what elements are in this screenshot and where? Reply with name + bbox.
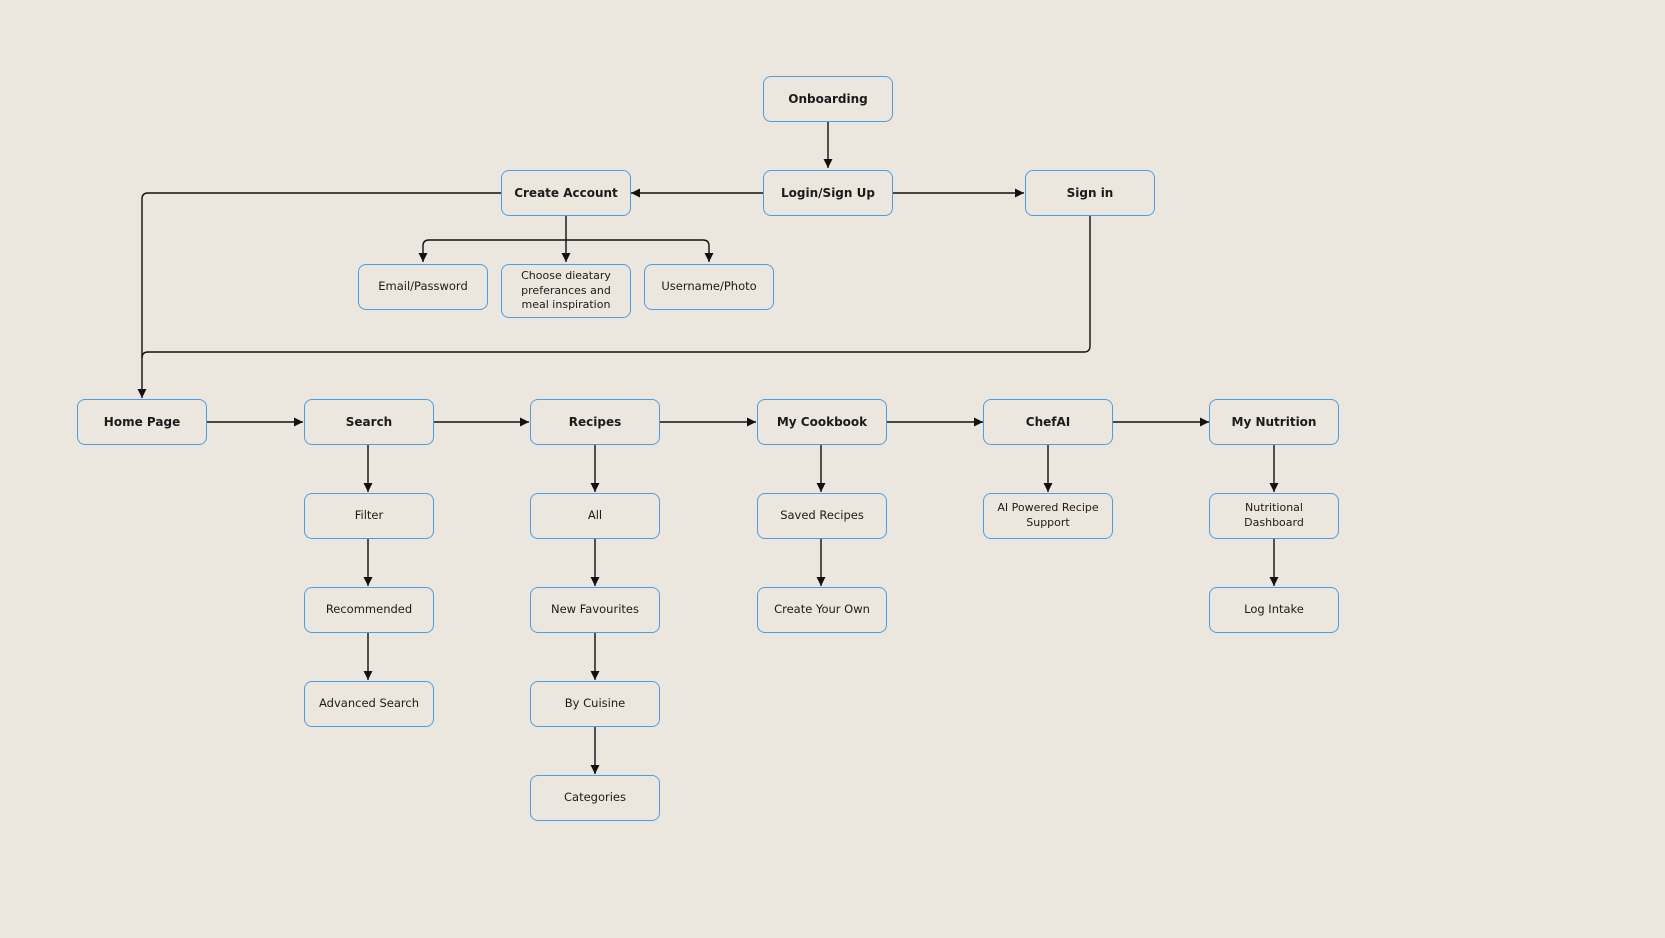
node-onboarding[interactable]: Onboarding	[763, 76, 893, 122]
node-by-cuisine[interactable]: By Cuisine	[530, 681, 660, 727]
node-create-account[interactable]: Create Account	[501, 170, 631, 216]
node-create-your-own[interactable]: Create Your Own	[757, 587, 887, 633]
node-ai-powered-recipe-support[interactable]: AI Powered Recipe Support	[983, 493, 1113, 539]
connector-branch-username	[566, 239, 714, 262]
node-email-password[interactable]: Email/Password	[358, 264, 488, 310]
node-username-photo[interactable]: Username/Photo	[644, 264, 774, 310]
node-my-nutrition[interactable]: My Nutrition	[1209, 399, 1339, 445]
node-home-page[interactable]: Home Page	[77, 399, 207, 445]
node-my-cookbook[interactable]: My Cookbook	[757, 399, 887, 445]
node-nutritional-dashboard[interactable]: Nutritional Dashboard	[1209, 493, 1339, 539]
node-dietary-preferences[interactable]: Choose dieatary preferances and meal ins…	[501, 264, 631, 318]
node-chefai[interactable]: ChefAI	[983, 399, 1113, 445]
node-recommended[interactable]: Recommended	[304, 587, 434, 633]
node-recipes[interactable]: Recipes	[530, 399, 660, 445]
node-search[interactable]: Search	[304, 399, 434, 445]
node-sign-in[interactable]: Sign in	[1025, 170, 1155, 216]
connector-signin-home	[141, 216, 1091, 359]
node-login-signup[interactable]: Login/Sign Up	[763, 170, 893, 216]
connector-create-account-home	[137, 192, 501, 398]
node-log-intake[interactable]: Log Intake	[1209, 587, 1339, 633]
node-advanced-search[interactable]: Advanced Search	[304, 681, 434, 727]
node-all[interactable]: All	[530, 493, 660, 539]
node-new-favourites[interactable]: New Favourites	[530, 587, 660, 633]
node-categories[interactable]: Categories	[530, 775, 660, 821]
node-saved-recipes[interactable]: Saved Recipes	[757, 493, 887, 539]
connector-branch-email	[418, 239, 566, 262]
node-filter[interactable]: Filter	[304, 493, 434, 539]
